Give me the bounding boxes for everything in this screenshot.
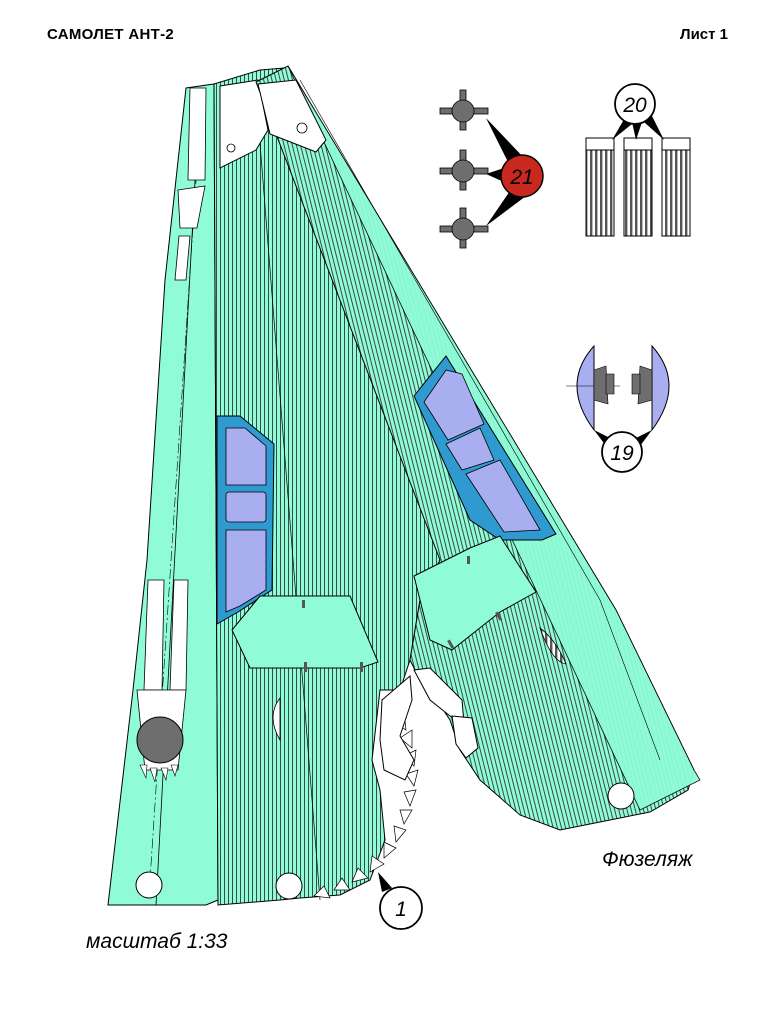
part-20-group: 20 bbox=[585, 83, 691, 237]
callout-21-badge bbox=[500, 154, 544, 198]
part-21-group: 21 bbox=[439, 89, 544, 249]
callout-20-badge bbox=[614, 83, 656, 125]
sheet-title: САМОЛЕТ АНТ-2 bbox=[47, 26, 175, 43]
fuselage-top-strip bbox=[107, 83, 219, 906]
callout-20-label: 20 bbox=[622, 94, 647, 117]
callout-19-label: 19 bbox=[610, 442, 634, 465]
fuselage-side-right bbox=[255, 65, 701, 831]
callout-1-label: 1 bbox=[395, 898, 407, 921]
part-name-label: Фюзеляж bbox=[602, 848, 693, 871]
fuselage-side-left bbox=[213, 67, 441, 906]
part-19-group: 19 bbox=[566, 344, 670, 473]
part-1-callout: 1 bbox=[378, 872, 423, 930]
sheet-number: Лист 1 bbox=[680, 26, 728, 43]
callout-1-badge bbox=[379, 886, 423, 930]
callout-19-badge bbox=[601, 431, 643, 473]
callout-21-label: 21 bbox=[509, 166, 533, 189]
scale-label: масштаб 1:33 bbox=[86, 930, 228, 953]
